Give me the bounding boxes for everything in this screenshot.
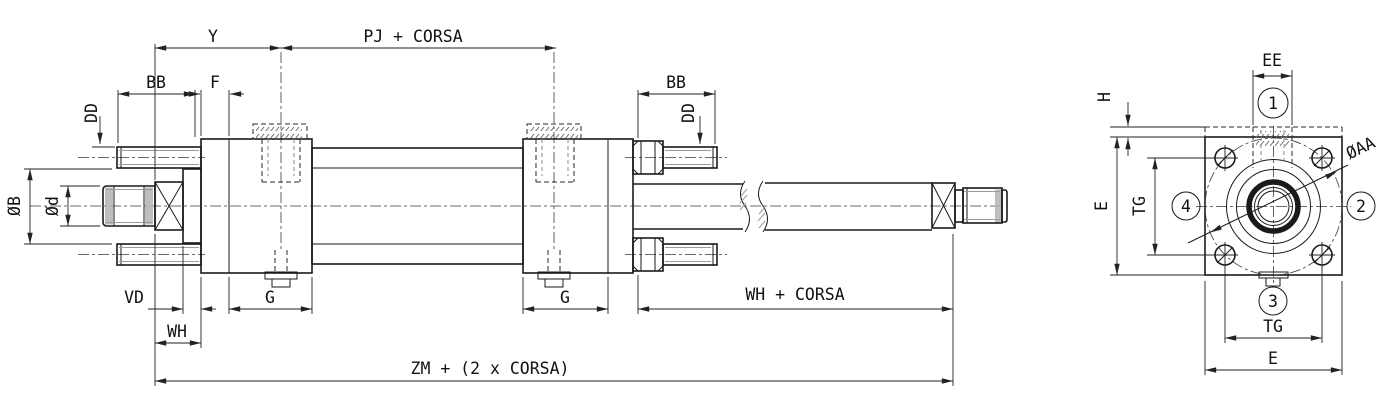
dim-label-vd: VD [124, 288, 144, 307]
centerlines [30, 52, 1002, 255]
rear-port [526, 123, 582, 183]
dim-label-tg-bottom: TG [1263, 317, 1283, 336]
hole-top-left [1212, 145, 1238, 171]
dim-label-dia-d: Ød [43, 196, 62, 216]
callout-2-number: 2 [1356, 197, 1366, 216]
dim-label-h: H [1095, 92, 1114, 102]
dim-label-tg-left: TG [1130, 196, 1149, 216]
tie-rods-rear-with-nuts [632, 140, 718, 272]
rear-drain-plug [537, 250, 571, 288]
dim-label-e-left: E [1092, 201, 1111, 211]
tie-rod-holes [1212, 145, 1335, 268]
end-view-port [1252, 127, 1293, 168]
rod-bore-circles [1226, 159, 1321, 254]
end-view-drain-plug [1258, 271, 1289, 287]
piston-rod-front-thread [102, 185, 156, 227]
dim-label-pj-corsa: PJ + CORSA [363, 27, 462, 46]
dim-label-g-rear: G [560, 288, 570, 307]
hole-bottom-left [1212, 242, 1238, 268]
dim-label-dia-b: ØB [5, 196, 24, 216]
dim-label-wh-corsa: WH + CORSA [745, 285, 844, 304]
tie-rods-front [116, 146, 202, 266]
piston-rod-rear [633, 180, 932, 233]
end-extension-lines [1110, 70, 1343, 375]
callout-4-left: 4 [1171, 191, 1201, 221]
dim-label-dia-aa: ØAA [1343, 133, 1378, 163]
end-view: ØAA EE H E TG TG E 1 [1092, 51, 1378, 375]
dim-label-dd-front: DD [82, 103, 101, 123]
callout-1-number: 1 [1268, 94, 1278, 113]
callout-4-number: 4 [1181, 197, 1191, 216]
bolt-circle [1204, 137, 1343, 276]
end-centerlines [1196, 126, 1351, 286]
dim-label-y: Y [208, 27, 218, 46]
dim-label-f: F [210, 73, 220, 92]
side-view: Y PJ + CORSA BB F DD BB DD ØB Ød VD WH G… [5, 27, 1008, 386]
dim-label-e-bottom: E [1268, 349, 1278, 368]
callout-3-number: 3 [1268, 292, 1278, 311]
dim-label-wh: WH [167, 322, 187, 341]
dimension-lines [27, 45, 954, 384]
front-port [252, 123, 308, 183]
front-drain-plug [264, 250, 298, 288]
callout-3-bottom: 3 [1258, 286, 1288, 316]
rod-wrench-flats-rear [931, 182, 1008, 229]
dim-label-dd-rear: DD [679, 103, 698, 123]
dim-label-bb-rear: BB [666, 73, 686, 92]
callout-2-right: 2 [1346, 191, 1376, 221]
callout-1-port-top: 1 [1257, 87, 1289, 119]
dim-label-bb-front: BB [146, 73, 166, 92]
dim-label-zm-corsa: ZM + (2 x CORSA) [411, 359, 570, 378]
dim-label-g-front: G [265, 288, 275, 307]
dim-label-ee: EE [1262, 51, 1282, 70]
end-dimension-lines [1114, 73, 1343, 373]
hole-top-right [1309, 145, 1335, 171]
hole-bottom-right [1309, 242, 1335, 268]
